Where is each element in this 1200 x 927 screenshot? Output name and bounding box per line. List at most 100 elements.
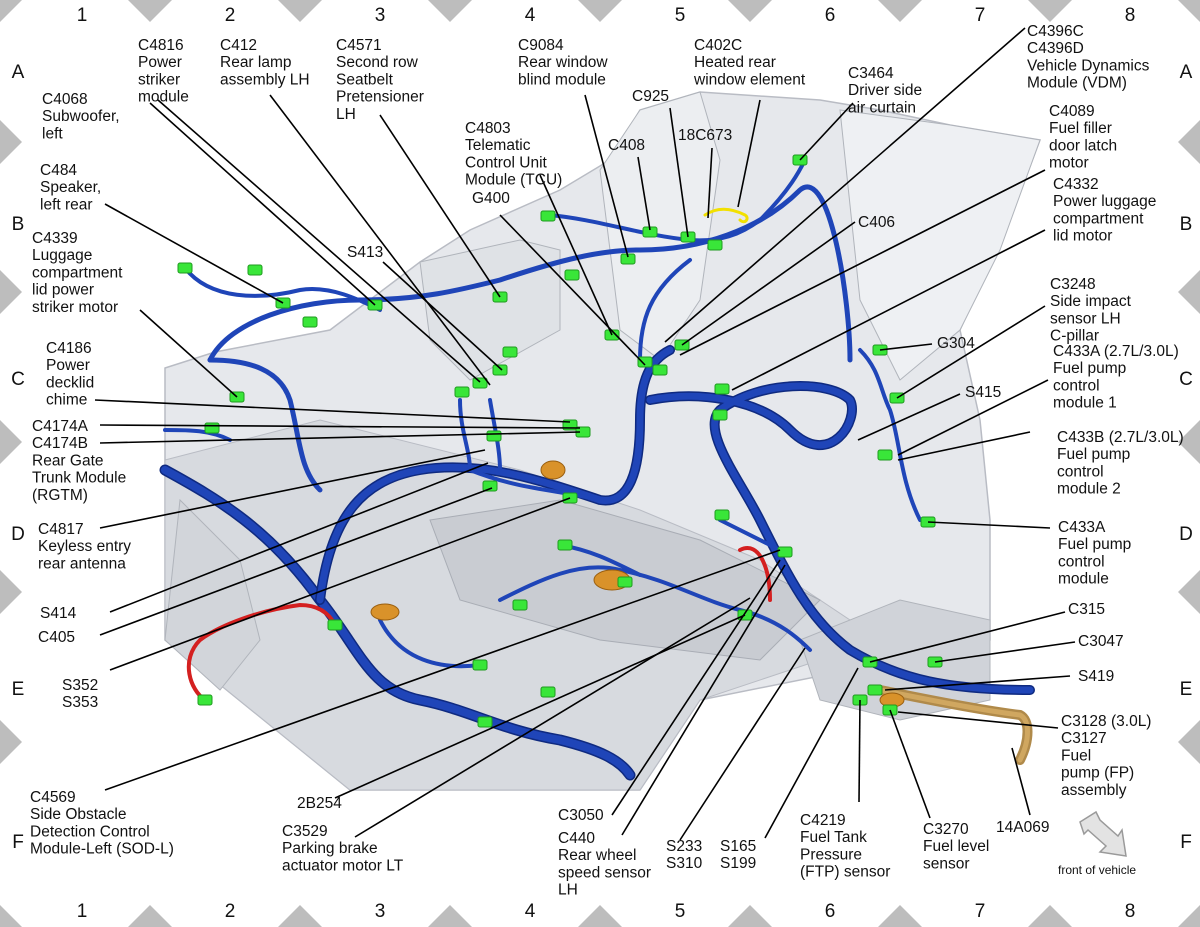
connector-marker: [454, 386, 470, 398]
label-line: striker motor: [32, 299, 118, 316]
label-line: sensor LH: [1050, 310, 1121, 327]
grid-column-label-bottom: 8: [1125, 901, 1136, 922]
label-c3047: C3047: [1078, 633, 1124, 650]
label-line: window element: [693, 71, 806, 88]
label-line: C402C: [694, 37, 742, 54]
grid-row-label-left: D: [11, 524, 25, 545]
grid-row-label-left: F: [12, 832, 24, 853]
label-line: Side Obstacle: [30, 806, 127, 823]
label-line: air curtain: [848, 99, 916, 116]
label-line: Control Unit: [465, 154, 548, 171]
label-line: 14A069: [996, 819, 1049, 836]
label-line: Keyless entry: [38, 538, 131, 555]
label-line: decklid: [46, 374, 94, 391]
grid-column-label-bottom: 2: [225, 901, 236, 922]
label-line: LH: [558, 882, 578, 899]
label-line: assembly: [1061, 782, 1127, 799]
label-line: pump (FP): [1061, 765, 1134, 782]
label-line: door latch: [1049, 137, 1117, 154]
connector-marker: [502, 346, 518, 358]
label-line: Fuel filler: [1049, 120, 1112, 137]
label-s419: S419: [1078, 668, 1114, 685]
label-g304: G304: [937, 335, 975, 352]
label-line: motor: [1049, 155, 1089, 172]
label-line: front of vehicle: [1058, 863, 1136, 877]
grid-column-label-top: 7: [975, 5, 986, 26]
grid-column-label-top: 5: [675, 5, 686, 26]
border-diamond: [878, 905, 922, 927]
label-line: compartment: [32, 264, 123, 281]
grid-row-label-left: B: [12, 214, 25, 235]
label-line: Fuel level: [923, 838, 989, 855]
label-line: C925: [632, 88, 669, 105]
label-line: C3047: [1078, 633, 1124, 650]
border-diamond: [428, 0, 472, 22]
label-line: module 1: [1053, 395, 1117, 412]
label-line: Detection Control: [30, 823, 150, 840]
border-diamond: [128, 0, 172, 22]
connector-marker: [637, 356, 653, 368]
connector-marker: [714, 383, 730, 395]
label-line: C3529: [282, 823, 328, 840]
connector-marker: [204, 422, 220, 434]
label-line: striker: [138, 71, 180, 88]
border-diamond: [728, 0, 772, 22]
border-diamond: [0, 270, 22, 314]
border-diamond: [1178, 905, 1200, 927]
grid-column-label-bottom: 3: [375, 901, 386, 922]
label-line: module: [1058, 571, 1109, 588]
border-diamond: [128, 905, 172, 927]
grid-row-label-left: A: [12, 62, 25, 83]
label-line: Driver side: [848, 82, 922, 99]
connector-marker: [540, 210, 556, 222]
label-c406: C406: [858, 214, 895, 231]
label-line: C4174B: [32, 435, 88, 452]
label-line: C405: [38, 629, 75, 646]
grid-column-label-top: 8: [1125, 5, 1136, 26]
label-line: Power luggage: [1053, 193, 1156, 210]
label-line: control: [1053, 377, 1100, 394]
label-line: C406: [858, 214, 895, 231]
label-line: C4817: [38, 521, 84, 538]
label-line: Luggage: [32, 247, 92, 264]
label-line: S199: [720, 855, 756, 872]
label-line: rear antenna: [38, 555, 126, 572]
label-line: blind module: [518, 71, 606, 88]
label-c14a069: 14A069: [996, 819, 1049, 836]
label-line: Speaker,: [40, 179, 101, 196]
label-line: S413: [347, 244, 383, 261]
label-line: (FTP) sensor: [800, 864, 890, 881]
border-diamond: [0, 570, 22, 614]
border-diamond: [578, 0, 622, 22]
label-s414: S414: [40, 605, 77, 622]
label-line: S352: [62, 677, 98, 694]
label-line: C3050: [558, 807, 604, 824]
label-line: Power: [138, 54, 182, 71]
border-diamond: [1178, 720, 1200, 764]
label-line: C412: [220, 37, 257, 54]
label-line: control: [1058, 553, 1105, 570]
connector-marker: [564, 269, 580, 281]
label-line: C4339: [32, 230, 78, 247]
label-line: C4569: [30, 789, 76, 806]
label-line: Fuel pump: [1057, 446, 1130, 463]
label-line: C408: [608, 137, 645, 154]
border-diamond: [1178, 420, 1200, 464]
border-diamond: [0, 0, 22, 22]
label-line: Trunk Module: [32, 470, 126, 487]
grid-column-label-top: 3: [375, 5, 386, 26]
connector-marker: [714, 509, 730, 521]
